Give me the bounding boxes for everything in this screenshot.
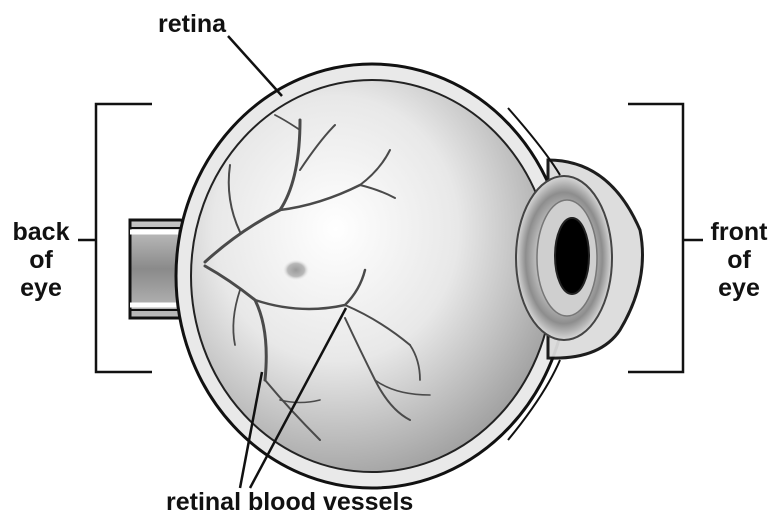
- retina-layer: [191, 80, 553, 472]
- back-of-eye-line-2: of: [4, 246, 78, 274]
- macula: [282, 259, 310, 281]
- back-of-eye-line-1: back: [4, 218, 78, 246]
- back-of-eye-line-3: eye: [4, 274, 78, 302]
- pupil: [555, 218, 589, 294]
- front-of-eye-label: front of eye: [704, 218, 774, 302]
- front-of-eye-line-3: eye: [704, 274, 774, 302]
- vessels-label: retinal blood vessels: [166, 488, 413, 516]
- front-of-eye-line-1: front: [704, 218, 774, 246]
- retina-label: retina: [158, 10, 226, 38]
- back-of-eye-label: back of eye: [4, 218, 78, 302]
- front-of-eye-line-2: of: [704, 246, 774, 274]
- retina-leader-line: [228, 36, 282, 96]
